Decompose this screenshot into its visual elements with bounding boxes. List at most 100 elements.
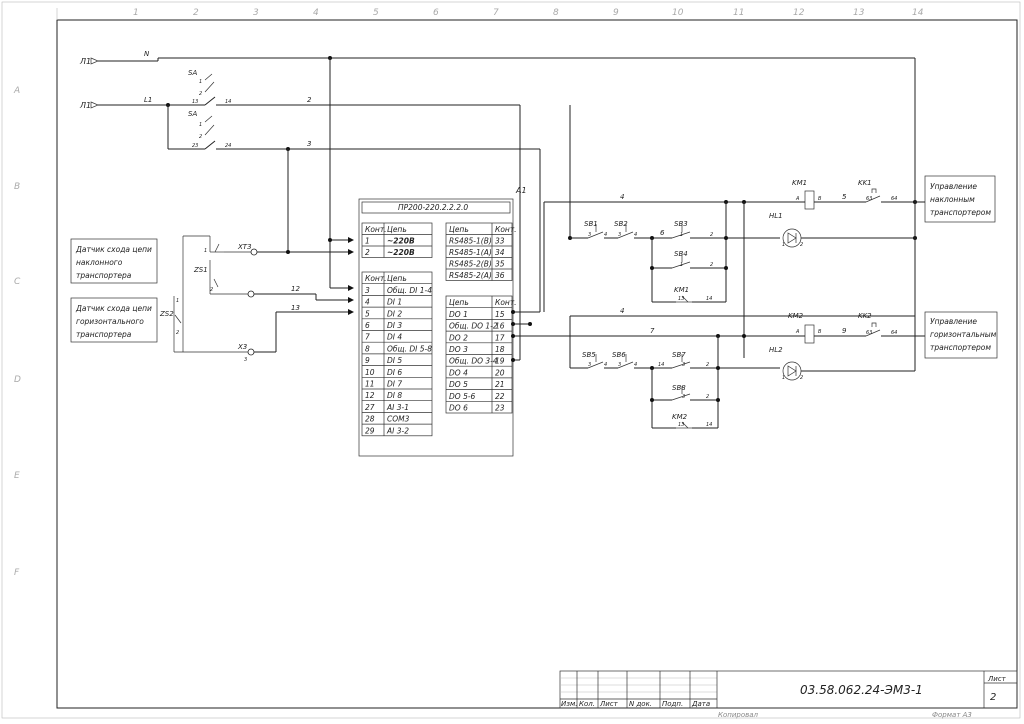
svg-text:14: 14 [658,362,664,368]
power-table-cell: ~220В [387,237,415,246]
svg-text:Кол.: Кол. [579,700,595,708]
svg-text:3: 3 [588,232,591,238]
wire-2-label: 2 [307,96,312,104]
svg-text:4: 4 [634,362,637,368]
di-table-cell: 27 [365,403,375,412]
di-table-cell: 3 [365,286,370,295]
wire-n-label: N [144,50,150,58]
di-table-cell: DI 8 [387,391,402,400]
svg-text:1: 1 [176,298,179,304]
svg-text:63: 63 [866,330,872,336]
kk2-label: KK2 [858,312,872,320]
controller-ref: A1 [515,186,527,195]
wire-4-bottom: 4 [620,307,624,315]
do-table-cell: 18 [495,345,505,354]
svg-text:B: B [818,196,822,202]
svg-text:23: 23 [192,143,198,149]
hl2-label: HL2 [769,346,783,354]
svg-text:2: 2 [199,134,202,140]
svg-text:64: 64 [891,196,897,202]
svg-text:4: 4 [634,232,637,238]
svg-text:63: 63 [866,196,872,202]
di-table-header: Цепь [387,274,407,283]
wire-5-label: 5 [842,193,847,201]
col-14: 14 [912,8,924,18]
di-table-cell: 7 [365,333,370,342]
do-table-cell: 21 [495,380,505,389]
copied-label: Копировал [718,711,759,719]
wire-12-label: 12 [291,285,300,293]
svg-text:1: 1 [782,242,785,248]
title-block: Изм. Кол. Лист N док. Подп. Дата 03.58.0… [559,670,1018,719]
do-table-cell: DO 1 [449,310,468,319]
rs485-table-frame [445,222,513,281]
circuit-tilted: 4 SB1 3 4 SB2 3 4 6 SB3 1 2 SB4 1 2 [543,105,996,358]
do-table-cell: DO 4 [449,368,468,377]
di-table-cell: 28 [365,415,375,424]
col-4: 4 [313,8,319,18]
svg-text:2: 2 [176,330,179,336]
rs485-table-cell: 33 [495,237,505,246]
km2-contact-label: KM2 [672,413,688,421]
col-3: 3 [253,8,259,18]
di-table-cell: DI 6 [387,368,402,377]
col-1: 1 [133,8,139,18]
l1-top-label: Л1 [79,57,91,66]
col-2: 2 [193,8,199,18]
zs2-label: ZS2 [159,310,174,318]
sensor-horizontal-box [70,297,158,343]
wire-7-label: 7 [650,327,655,335]
row-c: C [14,277,21,287]
label-tilted-box [924,175,996,223]
output-connections [511,240,585,362]
svg-text:1: 1 [782,375,785,381]
col-5: 5 [373,8,379,18]
sb4-label: SB4 [674,250,688,258]
power-table-cell: 1 [365,237,370,246]
di-table-header: Конт. [365,274,387,283]
wire-9-label: 9 [842,327,847,335]
svg-text:1: 1 [199,122,202,128]
di-table-cell: DI 2 [387,309,402,318]
rs485-table-cell: RS485-1(B) [449,237,492,246]
do-table-header: Конт. [495,298,517,307]
di-table-cell: AI 3-2 [386,426,409,435]
do-table-header: Цепь [449,298,469,307]
do-table-cell: Общ. DO 1-2 [449,322,498,331]
svg-text:13: 13 [192,99,198,105]
di-table-cell: 8 [365,344,370,353]
do-table-cell: DO 3 [449,345,468,354]
zs1-label: ZS1 [193,266,208,274]
svg-text:1: 1 [199,79,202,85]
svg-text:B: B [818,329,822,335]
power-table-cell: ~220В [387,248,415,257]
rs485-table-cell: RS485-2(B) [449,260,492,269]
km2-coil-label: KM2 [788,312,804,320]
controller-model: ПР200-220.2.2.2.0 [398,203,468,212]
rs485-table-header: Конт. [495,225,517,234]
wire-4-top: 4 [620,193,624,201]
svg-text:3: 3 [682,362,685,368]
di-table-cell: COM3 [387,415,410,424]
power-table-cell: 2 [365,248,370,257]
di-table-cell: Общ. DI 5-8 [387,344,432,353]
svg-text:64: 64 [891,330,897,336]
l1-bottom-label: Л1 [79,101,91,110]
di-table-cell: DI 7 [387,380,402,389]
do-table-cell: 23 [495,404,505,413]
col-10: 10 [672,8,684,18]
do-table-cell: 16 [495,322,505,331]
wire-13-label: 13 [291,304,300,312]
col-12: 12 [793,8,805,18]
controller-pr200: A1 ПР200-220.2.2.2.0 Конт.Цепь1~220В2~22… [358,186,527,457]
svg-text:A: A [795,196,800,202]
sb8-label: SB8 [672,384,686,392]
sb7-label: SB7 [672,351,686,359]
